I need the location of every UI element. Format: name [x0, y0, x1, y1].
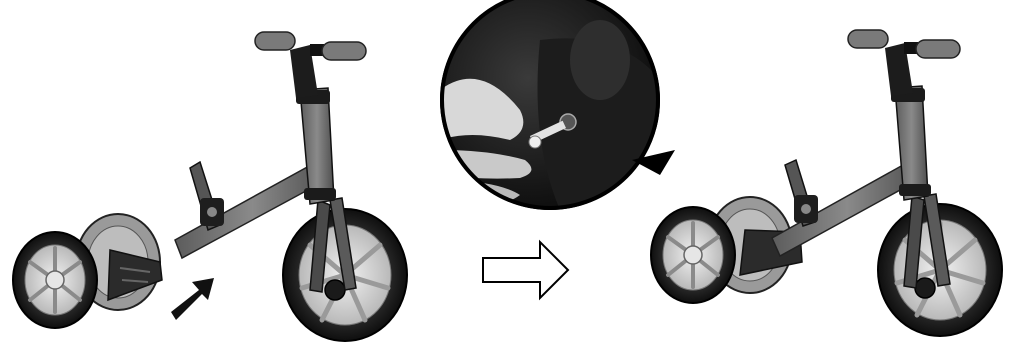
detached-rear-wheel-assembly	[13, 214, 162, 328]
next-step-arrow-icon	[483, 242, 568, 298]
push-arrow-icon	[171, 278, 214, 320]
balance-bike-frame	[175, 32, 407, 341]
detail-pin-insertion	[440, 0, 675, 210]
assembled-balance-bike	[651, 30, 1002, 336]
